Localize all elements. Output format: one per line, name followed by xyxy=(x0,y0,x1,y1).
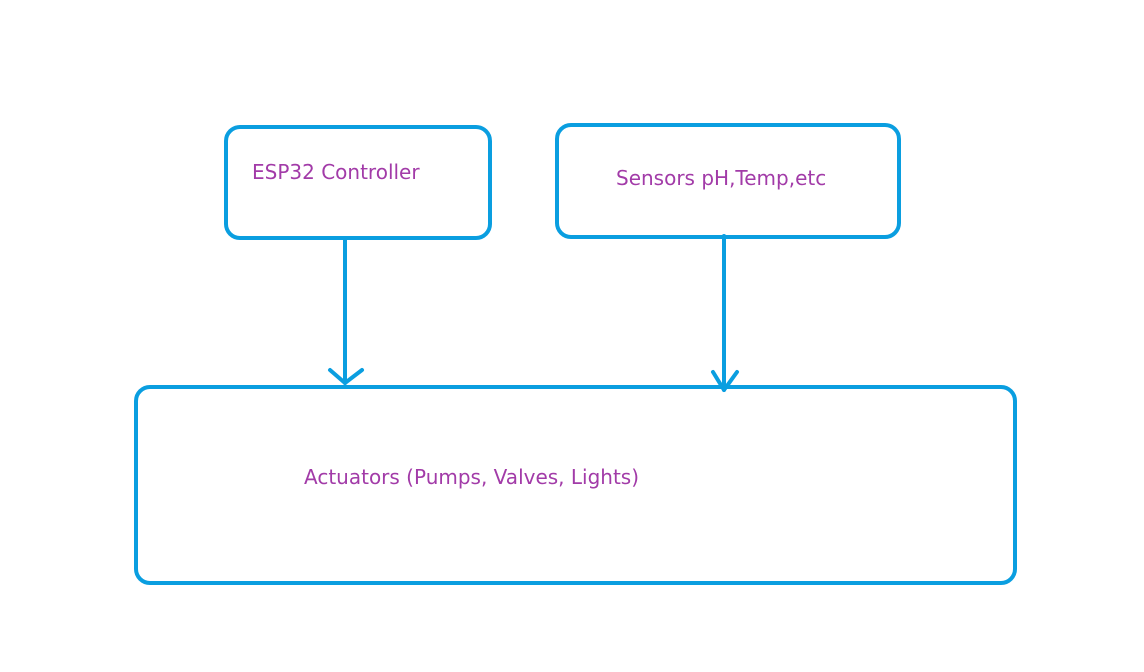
sensors-box xyxy=(555,123,901,239)
arrow-sensors-to-actuators-head xyxy=(711,370,739,392)
esp32-controller-label: ESP32 Controller xyxy=(252,160,420,184)
sensors-label: Sensors pH,Temp,etc xyxy=(616,166,827,190)
esp32-controller-box xyxy=(224,125,492,240)
arrow-esp32-to-actuators-head xyxy=(328,368,364,385)
actuators-box xyxy=(134,385,1017,585)
actuators-label: Actuators (Pumps, Valves, Lights) xyxy=(304,465,640,489)
